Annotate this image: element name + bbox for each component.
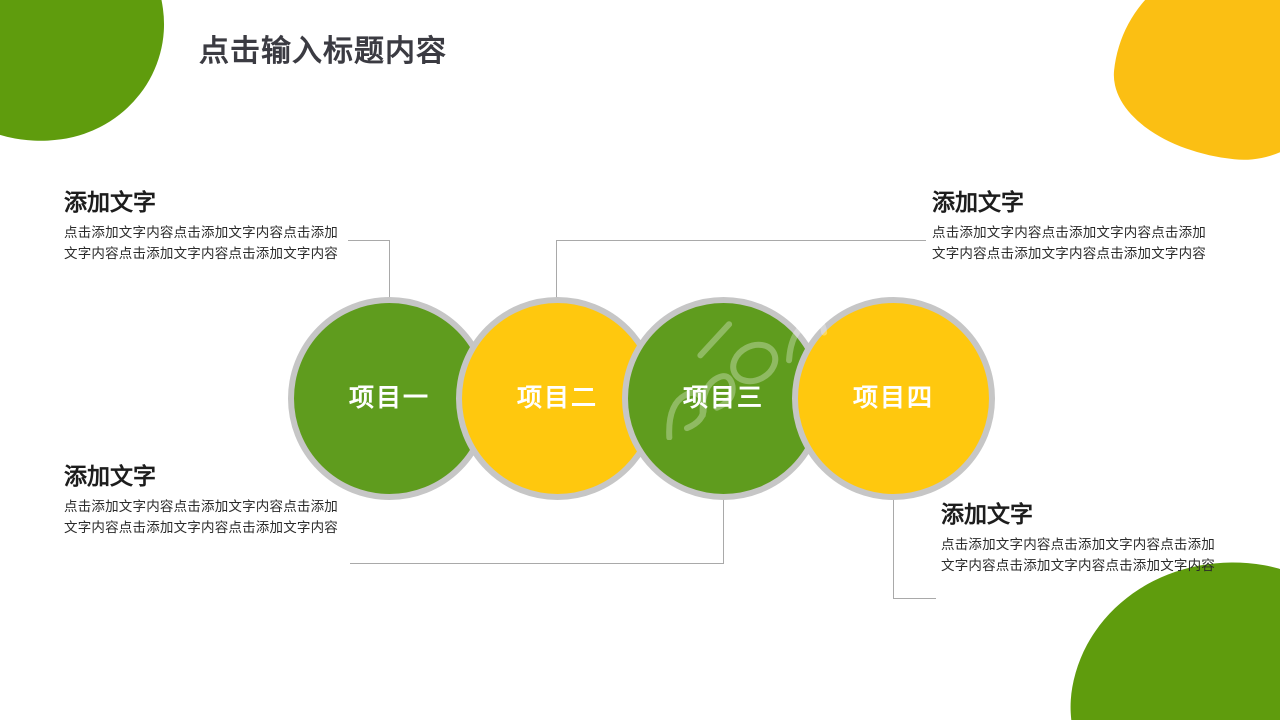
circle-item-1-label: 项目一 [348,384,430,412]
connector-line-top-right-horizontal [556,240,926,241]
circle-item-3[interactable]: 项目三 [622,297,825,500]
text-block-top-right-heading: 添加文字 [932,189,1024,215]
circle-item-4[interactable]: 项目四 [792,297,995,500]
connector-line-top-left-vertical [389,240,390,302]
connector-line-bottom-left-vertical [723,497,724,563]
circle-item-2-label: 项目二 [516,384,598,412]
page-title: 点击输入标题内容 [199,35,447,68]
text-block-bottom-right-body: 点击添加文字内容点击添加文字内容点击添加文字内容点击添加文字内容点击添加文字内容 [941,536,1215,573]
text-block-bottom-right: 添加文字 点击添加文字内容点击添加文字内容点击添加文字内容点击添加文字内容点击添… [941,500,1219,577]
connector-line-bottom-right-horizontal [893,598,936,599]
text-block-bottom-right-heading: 添加文字 [941,501,1033,527]
connector-line-bottom-left-horizontal [350,563,724,564]
text-block-bottom-left-heading: 添加文字 [64,463,156,489]
text-block-top-left: 添加文字 点击添加文字内容点击添加文字内容点击添加文字内容点击添加文字内容点击添… [64,188,342,265]
text-block-top-right-body: 点击添加文字内容点击添加文字内容点击添加文字内容点击添加文字内容点击添加文字内容 [932,224,1206,261]
text-block-bottom-left-body: 点击添加文字内容点击添加文字内容点击添加文字内容点击添加文字内容点击添加文字内容 [64,498,338,535]
connector-line-top-left-horizontal [348,240,389,241]
text-block-bottom-left: 添加文字 点击添加文字内容点击添加文字内容点击添加文字内容点击添加文字内容点击添… [64,462,342,539]
circle-item-4-label: 项目四 [852,384,934,412]
circle-item-3-label: 项目三 [682,384,764,412]
text-block-top-left-body: 点击添加文字内容点击添加文字内容点击添加文字内容点击添加文字内容点击添加文字内容 [64,224,338,261]
connector-line-bottom-right-vertical [893,497,894,599]
text-block-top-right: 添加文字 点击添加文字内容点击添加文字内容点击添加文字内容点击添加文字内容点击添… [932,188,1210,265]
connector-line-top-right-vertical [556,240,557,302]
text-block-top-left-heading: 添加文字 [64,189,156,215]
circle-item-1[interactable]: 项目一 [288,297,491,500]
